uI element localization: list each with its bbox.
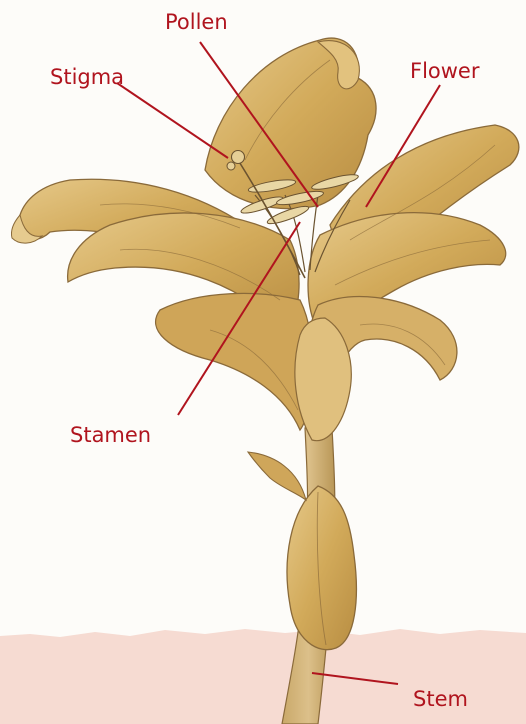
label-pollen: Pollen (165, 10, 228, 34)
bud-leaf (248, 452, 306, 500)
bud (287, 486, 356, 650)
petal-front-center (295, 318, 351, 441)
label-stamen: Stamen (70, 423, 151, 447)
label-flower: Flower (410, 59, 480, 83)
stigma-lobe (227, 162, 235, 170)
petal-lower-left (156, 293, 314, 430)
label-stigma: Stigma (50, 65, 124, 89)
leader-stigma (117, 83, 228, 158)
label-stem: Stem (413, 687, 468, 711)
stigma-tip (232, 151, 245, 164)
